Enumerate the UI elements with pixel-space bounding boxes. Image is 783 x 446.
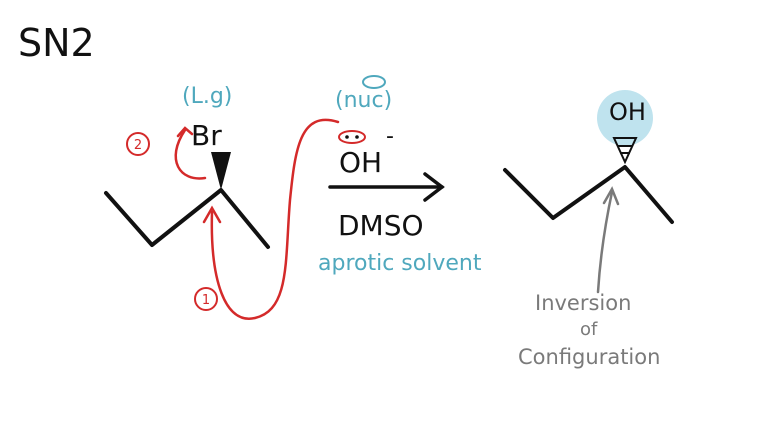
mechanism-arrows xyxy=(174,118,340,320)
product-group-label: OH xyxy=(609,98,646,126)
inversion-arrow-head xyxy=(602,186,620,206)
inversion-note-line3: Configuration xyxy=(518,345,660,369)
product-skeleton xyxy=(503,165,674,224)
step-1-circle xyxy=(194,287,218,311)
charge-label: - xyxy=(386,124,394,149)
arrow-1 xyxy=(210,118,340,320)
leaving-group-label: Br xyxy=(191,119,222,152)
page-title: SN2 xyxy=(18,21,95,65)
lone-pair-dot xyxy=(355,135,359,139)
product-highlight xyxy=(597,90,653,146)
arrow-2-head xyxy=(176,126,194,138)
step-1-label: 1 xyxy=(202,293,210,308)
inversion-arrow xyxy=(596,186,620,294)
solvent-note: aprotic solvent xyxy=(318,251,482,276)
reaction-arrow-head xyxy=(423,172,445,202)
inversion-arrow-shaft xyxy=(596,190,614,294)
lone-pair-doodle xyxy=(362,75,386,89)
lone-pair-highlight xyxy=(338,130,366,144)
nucleophile-note: (nuc) xyxy=(335,88,392,113)
leaving-group-note: (L.g) xyxy=(182,84,232,109)
step-2-label: 2 xyxy=(134,138,142,153)
hashed-bond xyxy=(612,137,638,165)
hashed-bond-outline xyxy=(612,137,638,165)
nucleophile-label: OH xyxy=(339,146,382,179)
arrow-1-head xyxy=(202,205,222,224)
solvent-label: DMSO xyxy=(338,209,424,242)
arrow-2 xyxy=(174,128,207,180)
reactant-molecule xyxy=(104,188,270,249)
reactant-skeleton xyxy=(104,188,270,249)
lone-pair-dot xyxy=(345,135,349,139)
inversion-note-line2: of xyxy=(580,319,598,340)
inversion-note-line1: Inversion xyxy=(535,291,631,315)
wedge-bond xyxy=(211,152,231,190)
step-2-circle xyxy=(126,132,150,156)
reaction-arrow xyxy=(328,172,445,202)
